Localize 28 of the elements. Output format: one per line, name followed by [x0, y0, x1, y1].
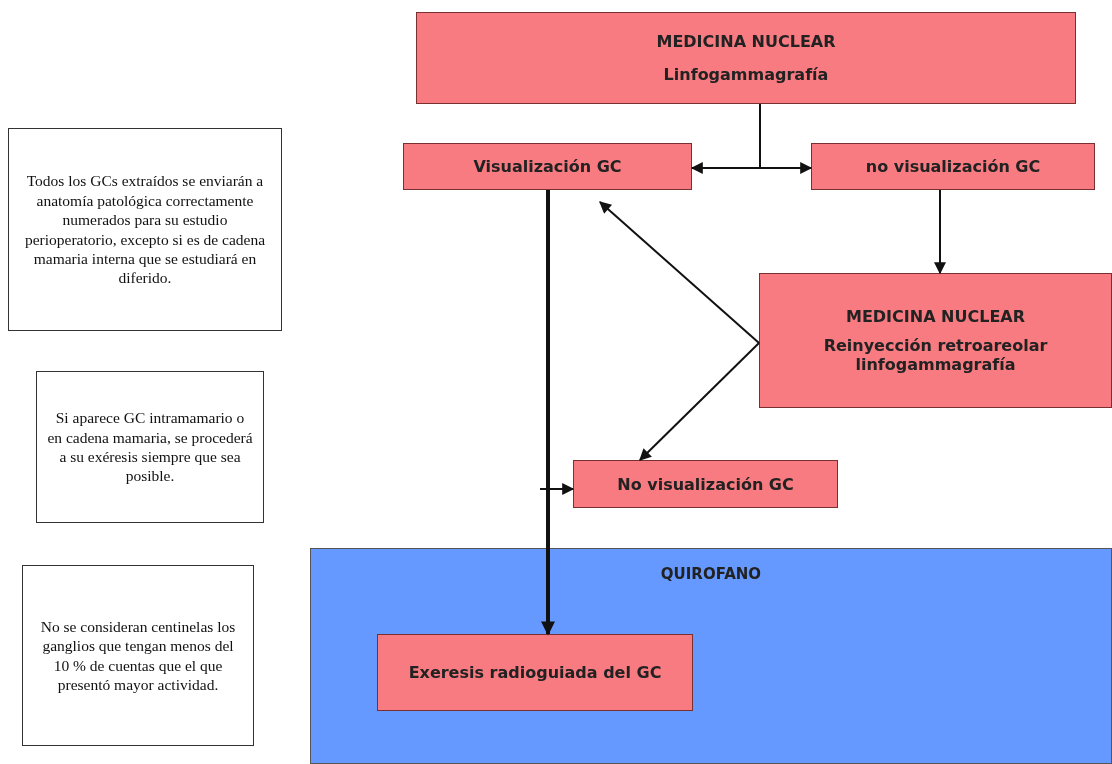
box-label: Reinyección retroareolar linfogammagrafía — [822, 336, 1049, 374]
process-box — [811, 143, 1095, 190]
box-heading: MEDICINA NUCLEAR — [656, 32, 836, 51]
note-text: Todos los GCs extraídos se enviarán a anatomía patológica correctamente numerados para su estudio perioperatorio, excepto si es de cadena mamaria interna que se estudiará en diferido. — [23, 171, 267, 288]
process-box — [403, 143, 692, 190]
arrow — [539, 483, 575, 495]
section-band — [310, 548, 1112, 764]
arrow — [599, 201, 760, 344]
process-box — [573, 460, 838, 508]
process-box — [416, 12, 1076, 104]
note-box — [36, 371, 264, 523]
arrow — [639, 342, 760, 461]
note-text: Si aparece GC intramamario o en cadena mamaria, se procederá a su exéresis siempre que sea posible. — [47, 408, 253, 486]
arrow — [934, 189, 946, 275]
note-box — [8, 128, 282, 331]
box-label: no visualización GC — [865, 157, 1041, 176]
note-text: No se consideran centinelas los ganglios que tengan menos del 10 % de cuentas que el que presentó mayor actividad. — [39, 616, 237, 695]
box-label: Exeresis radioguiada del GC — [408, 663, 662, 682]
process-box — [759, 273, 1112, 408]
box-label: QUIROFANO — [660, 565, 762, 583]
arrow — [541, 190, 555, 636]
box-label: Linfogammagrafía — [663, 65, 829, 84]
box-label: No visualización GC — [617, 474, 794, 494]
note-box — [22, 565, 254, 746]
arrow — [759, 103, 813, 174]
box-label: Visualización GC — [473, 157, 622, 176]
process-box — [377, 634, 693, 711]
box-heading: MEDICINA NUCLEAR — [845, 307, 1026, 326]
